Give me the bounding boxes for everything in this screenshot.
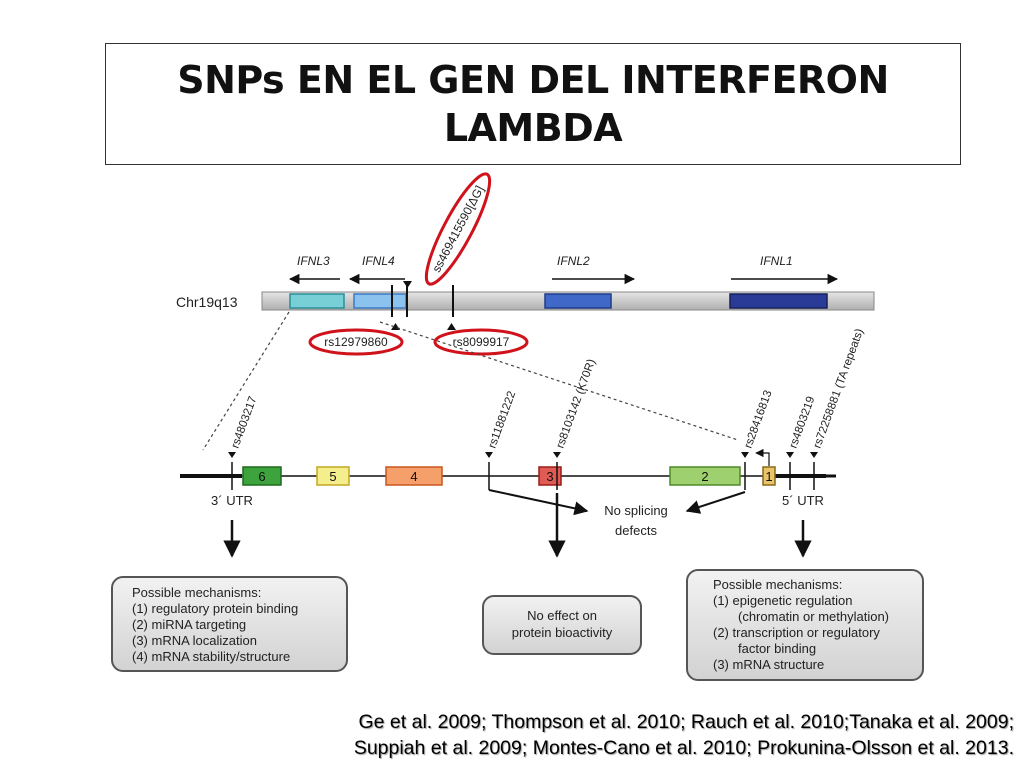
mechanism-left-line-1: Possible mechanisms: <box>132 585 261 600</box>
gene-snp-label-4: rs28416813 <box>743 389 775 450</box>
exon-6-label: 6 <box>258 469 265 484</box>
splice-arrow-right <box>685 491 746 514</box>
snp-ss469415590-group: ss469415590[ΔG] <box>424 172 492 286</box>
mechanism-center-line-2: protein bioactivity <box>512 625 613 640</box>
gene-snp-label-3: rs8103142 (K70R) <box>555 357 598 450</box>
title-box: SNPs EN EL GEN DEL INTERFERON LAMBDA <box>105 43 961 165</box>
mechanism-right-line-1: Possible mechanisms: <box>713 577 842 592</box>
mechanism-left-line-5: (4) mRNA stability/structure <box>132 649 290 664</box>
gene-snp-marker-3 <box>553 452 561 458</box>
gene-box-ifnl2 <box>544 293 612 309</box>
mechanism-right-line-4: (2) transcription or regulatory <box>713 625 880 640</box>
exon-4-label: 4 <box>410 469 417 484</box>
exon-5 <box>316 466 350 486</box>
gene-snp-marker-6 <box>810 452 818 458</box>
tss-arrow <box>755 448 770 466</box>
gene-box-ifnl1 <box>729 293 828 309</box>
gene-snp-label-2: rs11881222 <box>487 390 519 450</box>
gene-snp-marker-2 <box>485 452 493 458</box>
utr3-label: 3´ UTR <box>211 493 253 508</box>
exon-2-label: 2 <box>701 469 708 484</box>
exon-4 <box>385 466 443 486</box>
mechanism-left-line-4: (3) mRNA localization <box>132 633 257 648</box>
snp-rs8099917-highlight <box>433 328 529 356</box>
utr5-label: 5´ UTR <box>782 493 824 508</box>
gene-label-ifnl3: IFNL3 <box>297 254 330 268</box>
gene-box-ifnl3 <box>289 293 345 309</box>
mechanism-box-left <box>111 576 348 672</box>
snp-ss469415590-label: ss469415590[ΔG] <box>429 183 486 274</box>
gene-label-ifnl1: IFNL1 <box>760 254 793 268</box>
exon-5-label: 5 <box>329 469 336 484</box>
exon-6 <box>242 466 282 486</box>
gene-snp-marker-1 <box>228 452 236 458</box>
gene-snp-marker-4 <box>741 452 749 458</box>
exon-1-label: 1 <box>765 469 772 484</box>
gene-snp-marker-5 <box>786 452 794 458</box>
mechanism-right-line-6: (3) mRNA structure <box>713 657 824 672</box>
splicing-label-line2: defects <box>615 523 657 538</box>
zoom-line-right <box>379 321 739 441</box>
gene-label-ifnl4: IFNL4 <box>362 254 395 268</box>
mechanism-right-line-5: factor binding <box>738 641 816 656</box>
chromosome-label: Chr19q13 <box>176 294 238 310</box>
snp-marker-above <box>403 281 412 288</box>
snp-ss469415590-highlight <box>424 172 492 286</box>
mechanism-box-center <box>482 595 642 655</box>
mechanism-right-line-3: (chromatin or methylation) <box>738 609 889 624</box>
mechanism-box-left-text: Possible mechanisms: (1) regulatory prot… <box>132 585 298 664</box>
mechanism-left-line-2: (1) regulatory protein binding <box>132 601 298 616</box>
gene-box-ifnl4 <box>353 293 407 309</box>
title-line-2: LAMBDA <box>443 106 623 150</box>
references-line-1: Ge et al. 2009; Thompson et al. 2010; Ra… <box>358 711 1014 733</box>
mechanism-box-right-text: Possible mechanisms: (1) epigenetic regu… <box>713 577 889 672</box>
gene-snp-label-1: rs4803217 <box>230 395 260 450</box>
splicing-label-line1: No splicing <box>604 503 668 518</box>
snp-marker-below-2 <box>447 323 456 330</box>
mechanism-right-line-2: (1) epigenetic regulation <box>713 593 852 608</box>
splice-arrow-left <box>488 489 589 516</box>
mechanism-left-line-3: (2) miRNA targeting <box>132 617 246 632</box>
snp-rs8099917-label: rs8099917 <box>453 335 510 349</box>
title-line-1: SNPs EN EL GEN DEL INTERFERON <box>177 58 889 102</box>
gene-label-ifnl2: IFNL2 <box>557 254 590 268</box>
snp-rs12979860-highlight <box>308 328 404 356</box>
snp-rs12979860-label: rs12979860 <box>324 335 388 349</box>
mechanism-box-right <box>686 569 924 681</box>
references: Ge et al. 2009; Thompson et al. 2010; Ra… <box>0 709 1014 761</box>
exon-2 <box>669 466 741 486</box>
gene-snp-label-6: rs72258881 (TA repeats) <box>812 327 867 450</box>
references-line-2: Suppiah et al. 2009; Montes-Cano et al. … <box>353 737 1014 759</box>
exon-3-label: 3 <box>546 469 553 484</box>
exon-3 <box>538 466 562 486</box>
mechanism-center-line-1: No effect on <box>527 608 597 623</box>
exon-1 <box>762 466 776 486</box>
